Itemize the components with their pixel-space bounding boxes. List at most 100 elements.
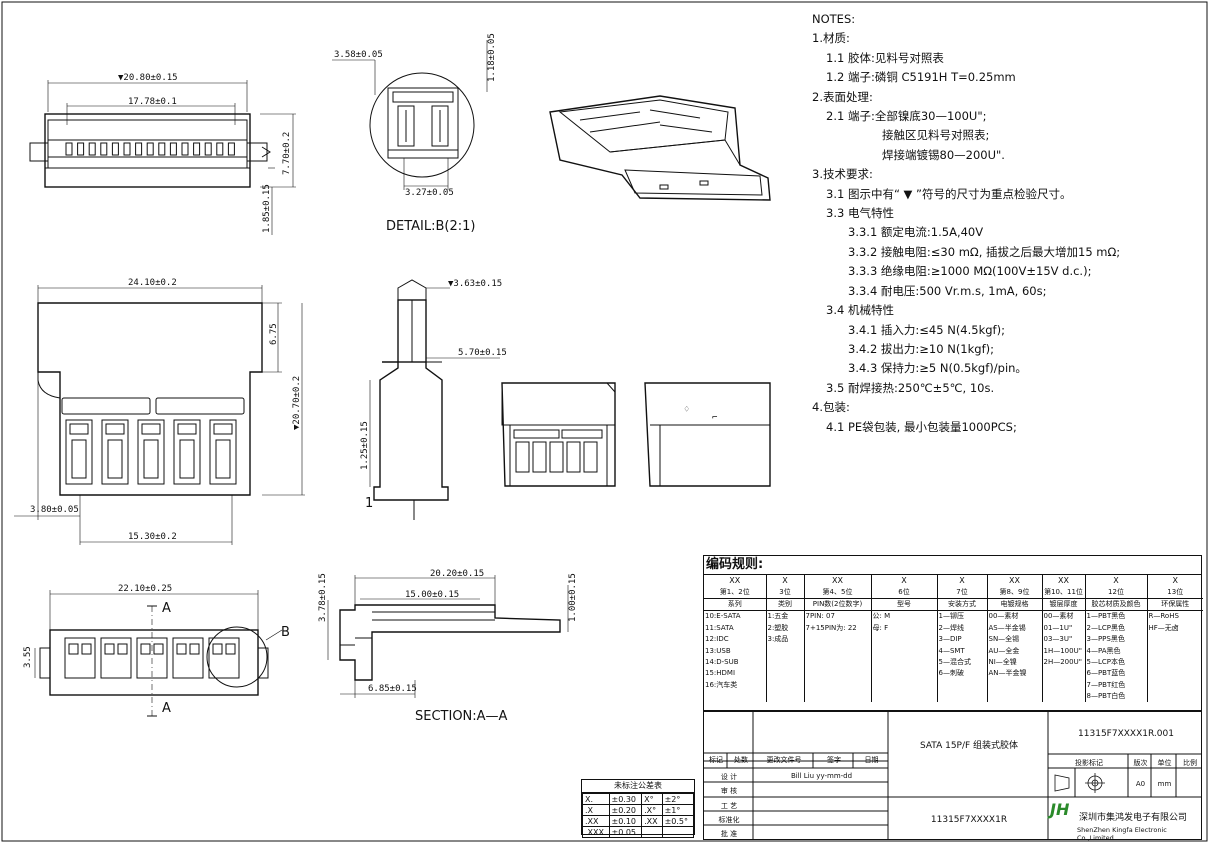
note-line: 3.3.2 接触电阻:≤30 mΩ, 插拔之后最大增加15 mΩ; — [848, 244, 1121, 259]
sign-design: 设 计 — [720, 773, 738, 781]
top-contact-slot — [69, 423, 89, 435]
rev-count-header: 处数 — [734, 756, 748, 764]
tolerance-cell — [641, 826, 663, 838]
tolerance-cell: ±0.10 — [608, 815, 643, 827]
coding-cell: PIN数(2位数字) — [803, 598, 871, 612]
front-pin — [158, 142, 166, 156]
coding-cell — [1146, 679, 1203, 691]
side-mark: 1 — [365, 496, 373, 511]
top-contact-window — [107, 439, 123, 479]
note-line: 1.1 胶体:见料号对照表 — [826, 50, 944, 65]
top-contact-cells — [65, 419, 237, 485]
dim-side-top: ▼3.63±0.15 — [448, 279, 502, 289]
note-line: 3.4.2 拔出力:≥10 N(1kgf); — [848, 341, 994, 356]
coding-cell — [1041, 690, 1085, 703]
coding-cell — [986, 679, 1042, 691]
rev-sign-header: 签字 — [827, 756, 841, 764]
front-pin — [216, 142, 224, 156]
coding-cell: 3—PPS黑色 — [1084, 633, 1147, 646]
version-value: A0 — [1135, 780, 1146, 788]
note-line: 1.2 端子:磷铜 C5191H T=0.25mm — [826, 70, 1016, 85]
top-contact-slot — [141, 423, 161, 435]
sign-approve: 批 准 — [720, 830, 738, 838]
note-line: 接触区见料号对照表; — [882, 128, 990, 143]
note-line: 3.1 图示中有“ ▼ ”符号的尺寸为重点检验尺寸。 — [826, 186, 1072, 201]
dim-front-base: 1.85±0.15 — [262, 184, 272, 233]
coding-cell: 2—焊线 — [936, 622, 987, 634]
coding-cell: 00—素材 — [1041, 610, 1085, 623]
front-pin — [100, 142, 108, 156]
top-contact-window — [71, 439, 87, 479]
detail-b-view: 3.58±0.05 1.18±0.05 3.27±0.05 DETAIL:B(2… — [332, 33, 497, 234]
dim-detail-bottom: 3.27±0.05 — [405, 188, 454, 198]
top-contact-cell — [173, 419, 201, 485]
coding-cell: 镀层厚度 — [1041, 598, 1085, 612]
part-number: 11315F7XXXX1R — [930, 815, 1008, 825]
note-line: 3.4.1 插入力:≤45 N(4.5kgf); — [848, 322, 1005, 337]
coding-title: 编码规则: — [704, 556, 1201, 575]
coding-cell — [1146, 656, 1203, 669]
dim-section-right: 1.00±0.15 — [568, 573, 578, 622]
note-line: 3.4.3 保持力:≥5 N(0.5kgf)/pin。 — [848, 361, 1027, 376]
coding-cell: XX — [986, 575, 1042, 587]
front-pin — [65, 142, 73, 156]
coding-cell: 7—PBT红色 — [1084, 679, 1147, 691]
note-line: 焊接端镀锡80—200U". — [882, 147, 1005, 162]
note-line: 3.3.4 耐电压:500 Vr.m.s, 1mA, 60s; — [848, 283, 1047, 298]
tolerance-cell: X. — [582, 793, 610, 805]
coding-cell — [1146, 668, 1203, 680]
top-contact-window — [215, 439, 231, 479]
coding-cell: 型号 — [870, 598, 937, 612]
bottom-contact-slot — [81, 643, 92, 655]
top-contact-slot — [105, 423, 125, 435]
coding-cell — [870, 668, 937, 680]
dim-bottom-width: 22.10±0.25 — [118, 584, 172, 594]
version-label: 版次 — [1133, 759, 1148, 767]
rev-doc-header: 更改文件号 — [766, 756, 802, 764]
tolerance-cell: ±2° — [661, 793, 695, 805]
front-pin — [123, 142, 131, 156]
note-line: NOTES: — [812, 12, 856, 26]
front-pin — [111, 142, 119, 156]
tolerance-cell: ±0.5° — [661, 815, 695, 827]
coding-cell: 7PIN: 07 — [803, 610, 871, 623]
coding-cell — [870, 633, 937, 646]
note-line: 2.表面处理: — [812, 89, 873, 104]
note-line: 3.技术要求: — [812, 167, 873, 182]
coding-cell: 1—铆压 — [936, 610, 987, 623]
coding-cell — [803, 633, 871, 646]
unit-value: mm — [1157, 780, 1172, 788]
coding-cell: HF—无卤 — [1146, 622, 1203, 634]
bottom-contact-slot — [153, 643, 164, 655]
coding-cell — [803, 656, 871, 669]
coding-cell — [765, 645, 804, 657]
front-pin — [146, 142, 154, 156]
iso-contact-cell — [515, 441, 530, 473]
coding-cell: NI—全镍 — [986, 656, 1042, 669]
coding-cell: 12:IDC — [705, 635, 729, 644]
coding-cell — [1041, 679, 1085, 691]
projection-label: 投影标记 — [1075, 759, 1103, 767]
designer-name: Bill Liu yy-mm-dd — [790, 772, 853, 780]
coding-cell: 6位 — [870, 586, 937, 599]
note-line: 3.4 机械特性 — [826, 303, 894, 318]
coding-cell — [1146, 645, 1203, 657]
coding-cell: 第1、2位 — [704, 586, 766, 599]
product-name: SATA 15P/F 组装式胶体 — [919, 741, 1019, 751]
detail-label: DETAIL:B(2:1) — [386, 219, 476, 234]
coding-cell: 1:五金 — [765, 610, 804, 623]
front-pin — [77, 142, 85, 156]
note-line: 4.包装: — [812, 400, 850, 415]
coding-cell: 13:USB — [705, 646, 731, 655]
coding-cell: AN—半金镍 — [986, 668, 1042, 680]
iso-back-view: ♢ ⌐ — [644, 382, 771, 487]
note-line: 2.1 端子:全部镍底30—100U"; — [826, 109, 987, 124]
coding-cell: XX — [729, 576, 741, 586]
front-view: ▼20.80±0.15 17.78±0.1 7.70±0.2 1.85±0.15 — [29, 73, 296, 235]
front-pin — [169, 142, 177, 156]
coding-cell: 系列 — [704, 598, 766, 612]
iso-contact-cell — [549, 441, 564, 473]
iso-contact-cell — [583, 441, 598, 473]
coding-cell: 03—3U" — [1041, 633, 1085, 646]
sign-standard: 标准化 — [718, 816, 740, 824]
